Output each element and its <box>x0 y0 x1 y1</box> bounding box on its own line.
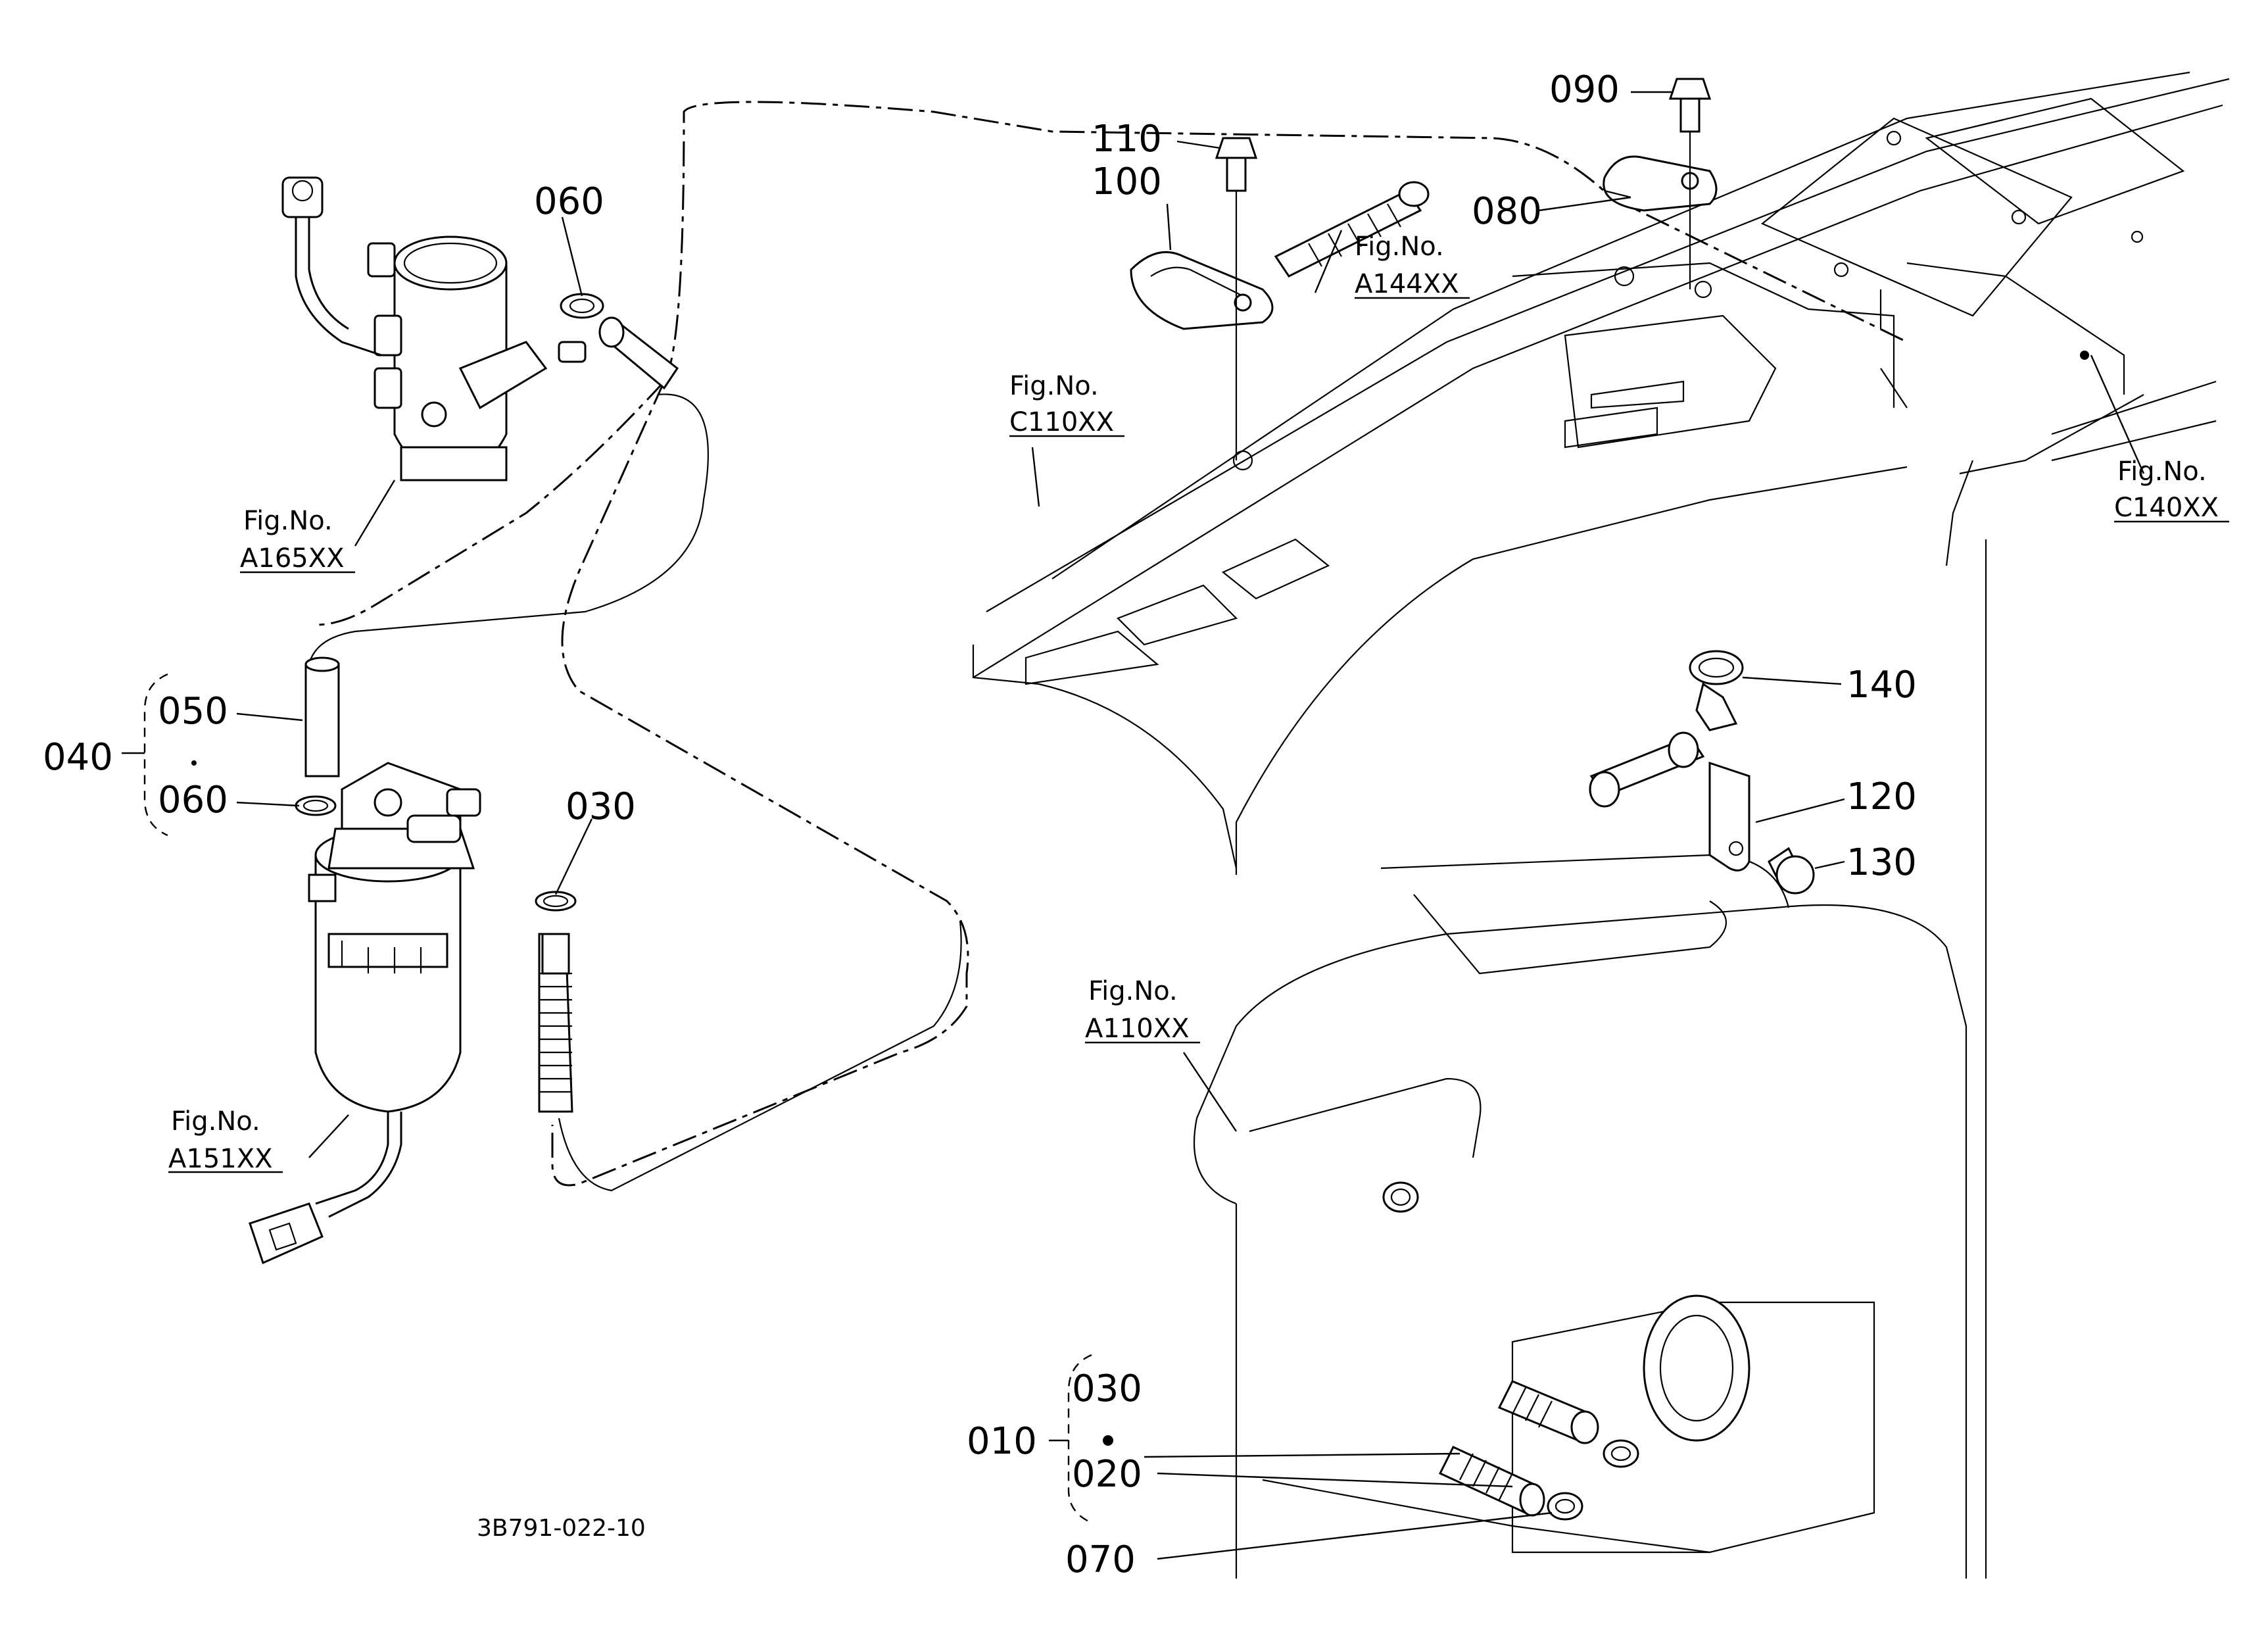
part-label-060-upper: 060 <box>534 180 604 223</box>
part-label-030-group: 030 <box>1072 1367 1142 1410</box>
part-label-080: 080 <box>1472 190 1542 233</box>
figref-a110-code: A110XX <box>1085 1014 1190 1044</box>
hose-a144-spring <box>1274 181 1430 278</box>
leader-lines <box>191 91 2145 1560</box>
hose-020 <box>1438 1446 1545 1517</box>
bolt-110 <box>1215 137 1258 460</box>
part-label-060-group: 060 <box>158 779 228 822</box>
clamp-mid <box>1382 1181 1419 1213</box>
bolt-130 <box>1768 847 1815 895</box>
figref-a165: Fig.No. A165XX <box>240 506 355 574</box>
part-label-050: 050 <box>158 690 228 733</box>
figref-a110-label: Fig.No. <box>1088 976 1178 1006</box>
part-label-070: 070 <box>1065 1538 1136 1581</box>
part-label-030-left: 030 <box>566 785 636 828</box>
part-label-090: 090 <box>1549 68 1620 111</box>
part-label-140: 140 <box>1846 664 1917 706</box>
clamp-right <box>1603 1439 1639 1468</box>
part-label-100: 100 <box>1092 160 1162 203</box>
figref-a165-code: A165XX <box>240 543 345 574</box>
figref-c140: Fig.No. C140XX <box>2114 456 2229 523</box>
hose-030-left <box>535 891 577 1113</box>
figref-c140-code: C140XX <box>2114 493 2219 523</box>
return-hose-route <box>315 380 665 626</box>
drawing-code: 3B791-022-10 <box>477 1515 646 1542</box>
clamp-060-lower <box>295 795 337 816</box>
figref-c140-label: Fig.No. <box>2117 456 2207 487</box>
figref-a165-label: Fig.No. <box>243 506 333 536</box>
figref-a144-label: Fig.No. <box>1355 232 1444 262</box>
figref-c110-code: C110XX <box>1009 407 1114 437</box>
clamp-140 <box>1689 650 1744 731</box>
figref-a151-code: A151XX <box>168 1144 273 1174</box>
part-label-040: 040 <box>43 736 113 779</box>
figref-a151-label: Fig.No. <box>171 1106 260 1137</box>
figref-a144: Fig.No. A144XX <box>1355 232 1470 299</box>
part-label-010: 010 <box>967 1420 1037 1463</box>
fuel-hose-route <box>551 101 1908 1187</box>
fuel-tank <box>1193 854 1967 1579</box>
group-bracket-040 <box>143 673 168 837</box>
figref-a110: Fig.No. A110XX <box>1085 976 1200 1044</box>
tractor-frame <box>972 71 2230 1579</box>
bracket-100 <box>1130 251 1274 330</box>
part-label-020: 020 <box>1072 1453 1142 1496</box>
fuel-pump <box>281 176 587 481</box>
hose-to-pump <box>558 920 962 1192</box>
fuel-filter <box>249 762 481 1265</box>
part-label-130: 130 <box>1846 841 1917 884</box>
clamp-070 <box>1547 1492 1583 1521</box>
part-label-120: 120 <box>1846 775 1917 818</box>
bracket-120 <box>1589 731 1750 872</box>
figref-c110: Fig.No. C110XX <box>1009 371 1124 437</box>
figref-c110-label: Fig.No. <box>1009 371 1099 401</box>
figref-a151: Fig.No. A151XX <box>168 1106 283 1174</box>
part-label-110: 110 <box>1092 118 1162 160</box>
hose-upper <box>598 316 679 390</box>
hose-to-filter <box>308 393 709 665</box>
clamp-060-upper <box>560 293 604 319</box>
hose-050 <box>304 656 340 777</box>
hose-030-right <box>1497 1380 1599 1444</box>
figref-a144-code: A144XX <box>1355 269 1459 299</box>
bracket-080 <box>1603 155 1718 212</box>
